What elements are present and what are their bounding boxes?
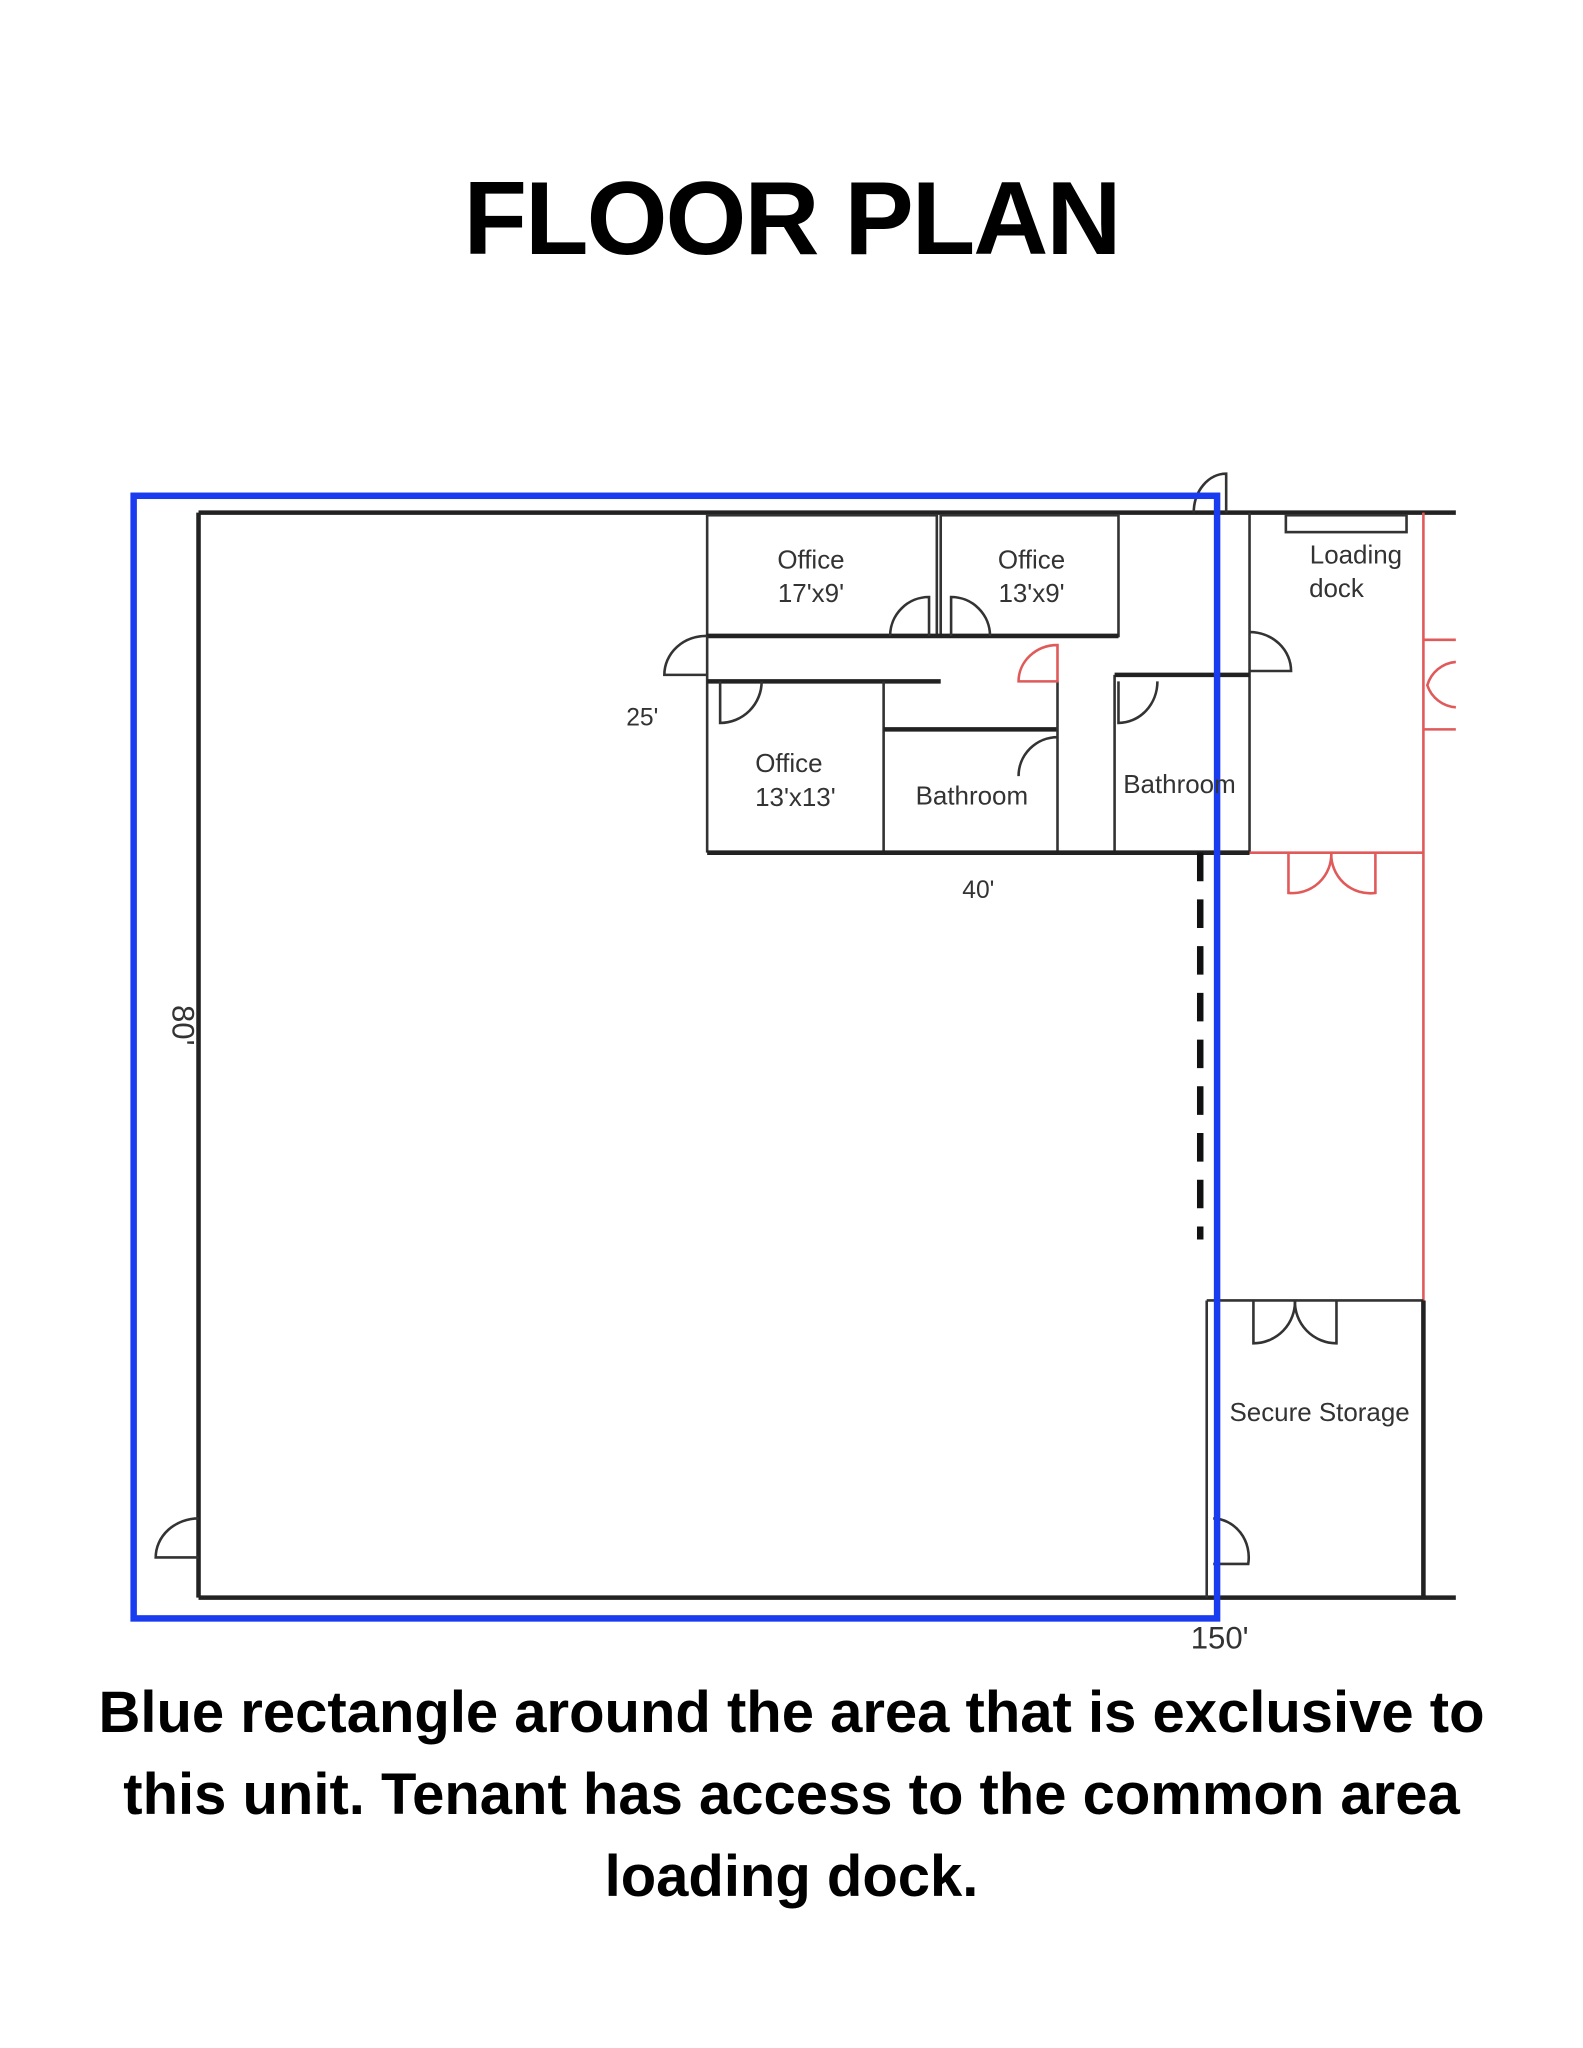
office-block xyxy=(705,513,1250,855)
room-label: Secure Storage xyxy=(1229,1399,1409,1427)
room-size: 13'x13' xyxy=(755,784,836,812)
room-label: Bathroom xyxy=(916,783,1028,811)
caption-line: loading dock. xyxy=(604,1844,979,1909)
dimension-label: 80' xyxy=(166,1005,201,1046)
caption-line: Blue rectangle around the area that is e… xyxy=(98,1680,1485,1745)
room-label: Office xyxy=(998,546,1065,574)
room-label: dock xyxy=(1309,575,1364,603)
exclusive-area-rectangle xyxy=(130,492,1221,1622)
caption-line: this unit. Tenant has access to the comm… xyxy=(123,1762,1460,1827)
outer-walls xyxy=(196,510,1456,1600)
secure-storage-walls xyxy=(1205,1299,1426,1598)
door-arcs xyxy=(154,472,1338,1566)
dock-plate xyxy=(1284,513,1408,534)
room-size: 13'x9' xyxy=(998,580,1064,608)
caption: Blue rectangle around the area that is e… xyxy=(40,1672,1543,1918)
room-size: 17'x9' xyxy=(778,580,844,608)
room-label: Loading xyxy=(1310,541,1402,569)
dimension-label: 40' xyxy=(962,877,994,904)
dimension-label: 150' xyxy=(1191,1620,1249,1655)
room-label: Office xyxy=(777,546,844,574)
page-title: FLOOR PLAN xyxy=(463,161,1122,277)
common-area-lines xyxy=(1249,512,1456,1301)
room-label: Bathroom xyxy=(1123,771,1235,799)
room-label: Office xyxy=(755,750,822,778)
dimension-label: 25' xyxy=(626,704,658,731)
